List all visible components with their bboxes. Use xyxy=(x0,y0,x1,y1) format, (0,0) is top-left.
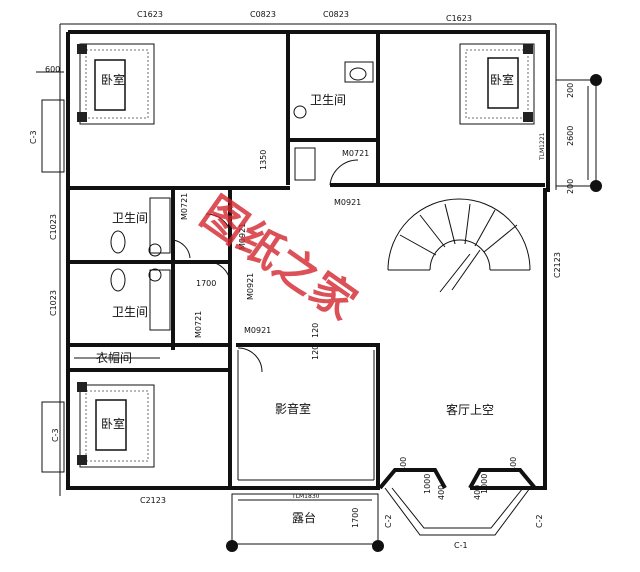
room-bathroom-top: 卫生间 xyxy=(310,93,346,107)
window-c1: C-1 xyxy=(454,541,468,550)
window-c0823-b: C0823 xyxy=(323,10,349,19)
door-m0721-b: M0721 xyxy=(180,193,189,220)
right-balcony xyxy=(556,79,597,187)
door-m0721-c: M0721 xyxy=(194,311,203,338)
terrace-outline xyxy=(231,493,379,545)
room-terrace: 露台 xyxy=(292,510,316,525)
dim-1700-mid: 1700 xyxy=(196,279,216,288)
door-tlm1830: TLM1830 xyxy=(291,493,320,500)
column-markers xyxy=(226,74,602,552)
door-tlm1221: TLM1221 xyxy=(539,132,546,161)
dim-120-a: 120 xyxy=(311,323,320,338)
room-bedroom-top-right: 卧室 xyxy=(490,72,514,87)
window-c2-right: C-2 xyxy=(535,514,544,528)
window-c2123-right: C2123 xyxy=(553,252,562,278)
door-m0721-a: M0721 xyxy=(342,149,369,158)
spiral-staircase xyxy=(387,198,531,293)
room-theater: 影音室 xyxy=(275,401,311,416)
dim-1000-b: 1000 xyxy=(480,474,489,494)
window-c1023-a: C1023 xyxy=(49,214,58,240)
bed-bottom-left xyxy=(77,382,155,468)
window-c1623-right: C1623 xyxy=(446,14,472,23)
dim-400-a: 400 xyxy=(399,457,408,472)
window-c3-top: C-3 xyxy=(29,130,38,144)
window-c1023-b: C1023 xyxy=(49,290,58,316)
room-bathroom-mid1: 卫生间 xyxy=(112,211,148,225)
dim-200-b: 200 xyxy=(566,179,575,194)
dim-1350: 1350 xyxy=(259,150,268,170)
dim-1000-a: 1000 xyxy=(423,474,432,494)
window-c0823-a: C0823 xyxy=(250,10,276,19)
door-m0921-b: M0921 xyxy=(238,223,247,250)
bed-top-left xyxy=(77,43,155,125)
window-c2-left: C-2 xyxy=(384,514,393,528)
dim-1700-bottom: 1700 xyxy=(351,508,360,528)
door-swings xyxy=(172,159,359,373)
dim-600: 600 xyxy=(45,65,60,74)
window-c3-bottom: C-3 xyxy=(51,428,60,442)
window-c2123-bottom: C2123 xyxy=(140,496,166,505)
dim-120-b: 120 xyxy=(311,345,320,360)
room-living-void: 客厅上空 xyxy=(446,402,494,417)
dim-200-a: 200 xyxy=(566,83,575,98)
dim-2600: 2600 xyxy=(566,126,575,146)
room-closet: 衣帽间 xyxy=(96,350,132,365)
watermark: 图纸之家 xyxy=(192,187,365,330)
left-balconies xyxy=(36,71,65,473)
door-m0921-c: M0921 xyxy=(246,273,255,300)
room-bedroom-bottom-left: 卧室 xyxy=(101,416,125,431)
room-bedroom-top-left: 卧室 xyxy=(101,72,125,87)
door-m0921-a: M0921 xyxy=(334,198,361,207)
window-c1623-left: C1623 xyxy=(137,10,163,19)
room-bathroom-mid2: 卫生间 xyxy=(112,305,148,319)
bed-top-right xyxy=(459,43,535,125)
interior-walls xyxy=(68,32,545,488)
bathroom-fixtures xyxy=(74,61,374,359)
dim-400-c: 400 xyxy=(473,485,482,500)
bay-window xyxy=(378,468,545,536)
door-m0921-d: M0921 xyxy=(244,326,271,335)
dim-400-d: 400 xyxy=(509,457,518,472)
dim-400-b: 400 xyxy=(437,485,446,500)
